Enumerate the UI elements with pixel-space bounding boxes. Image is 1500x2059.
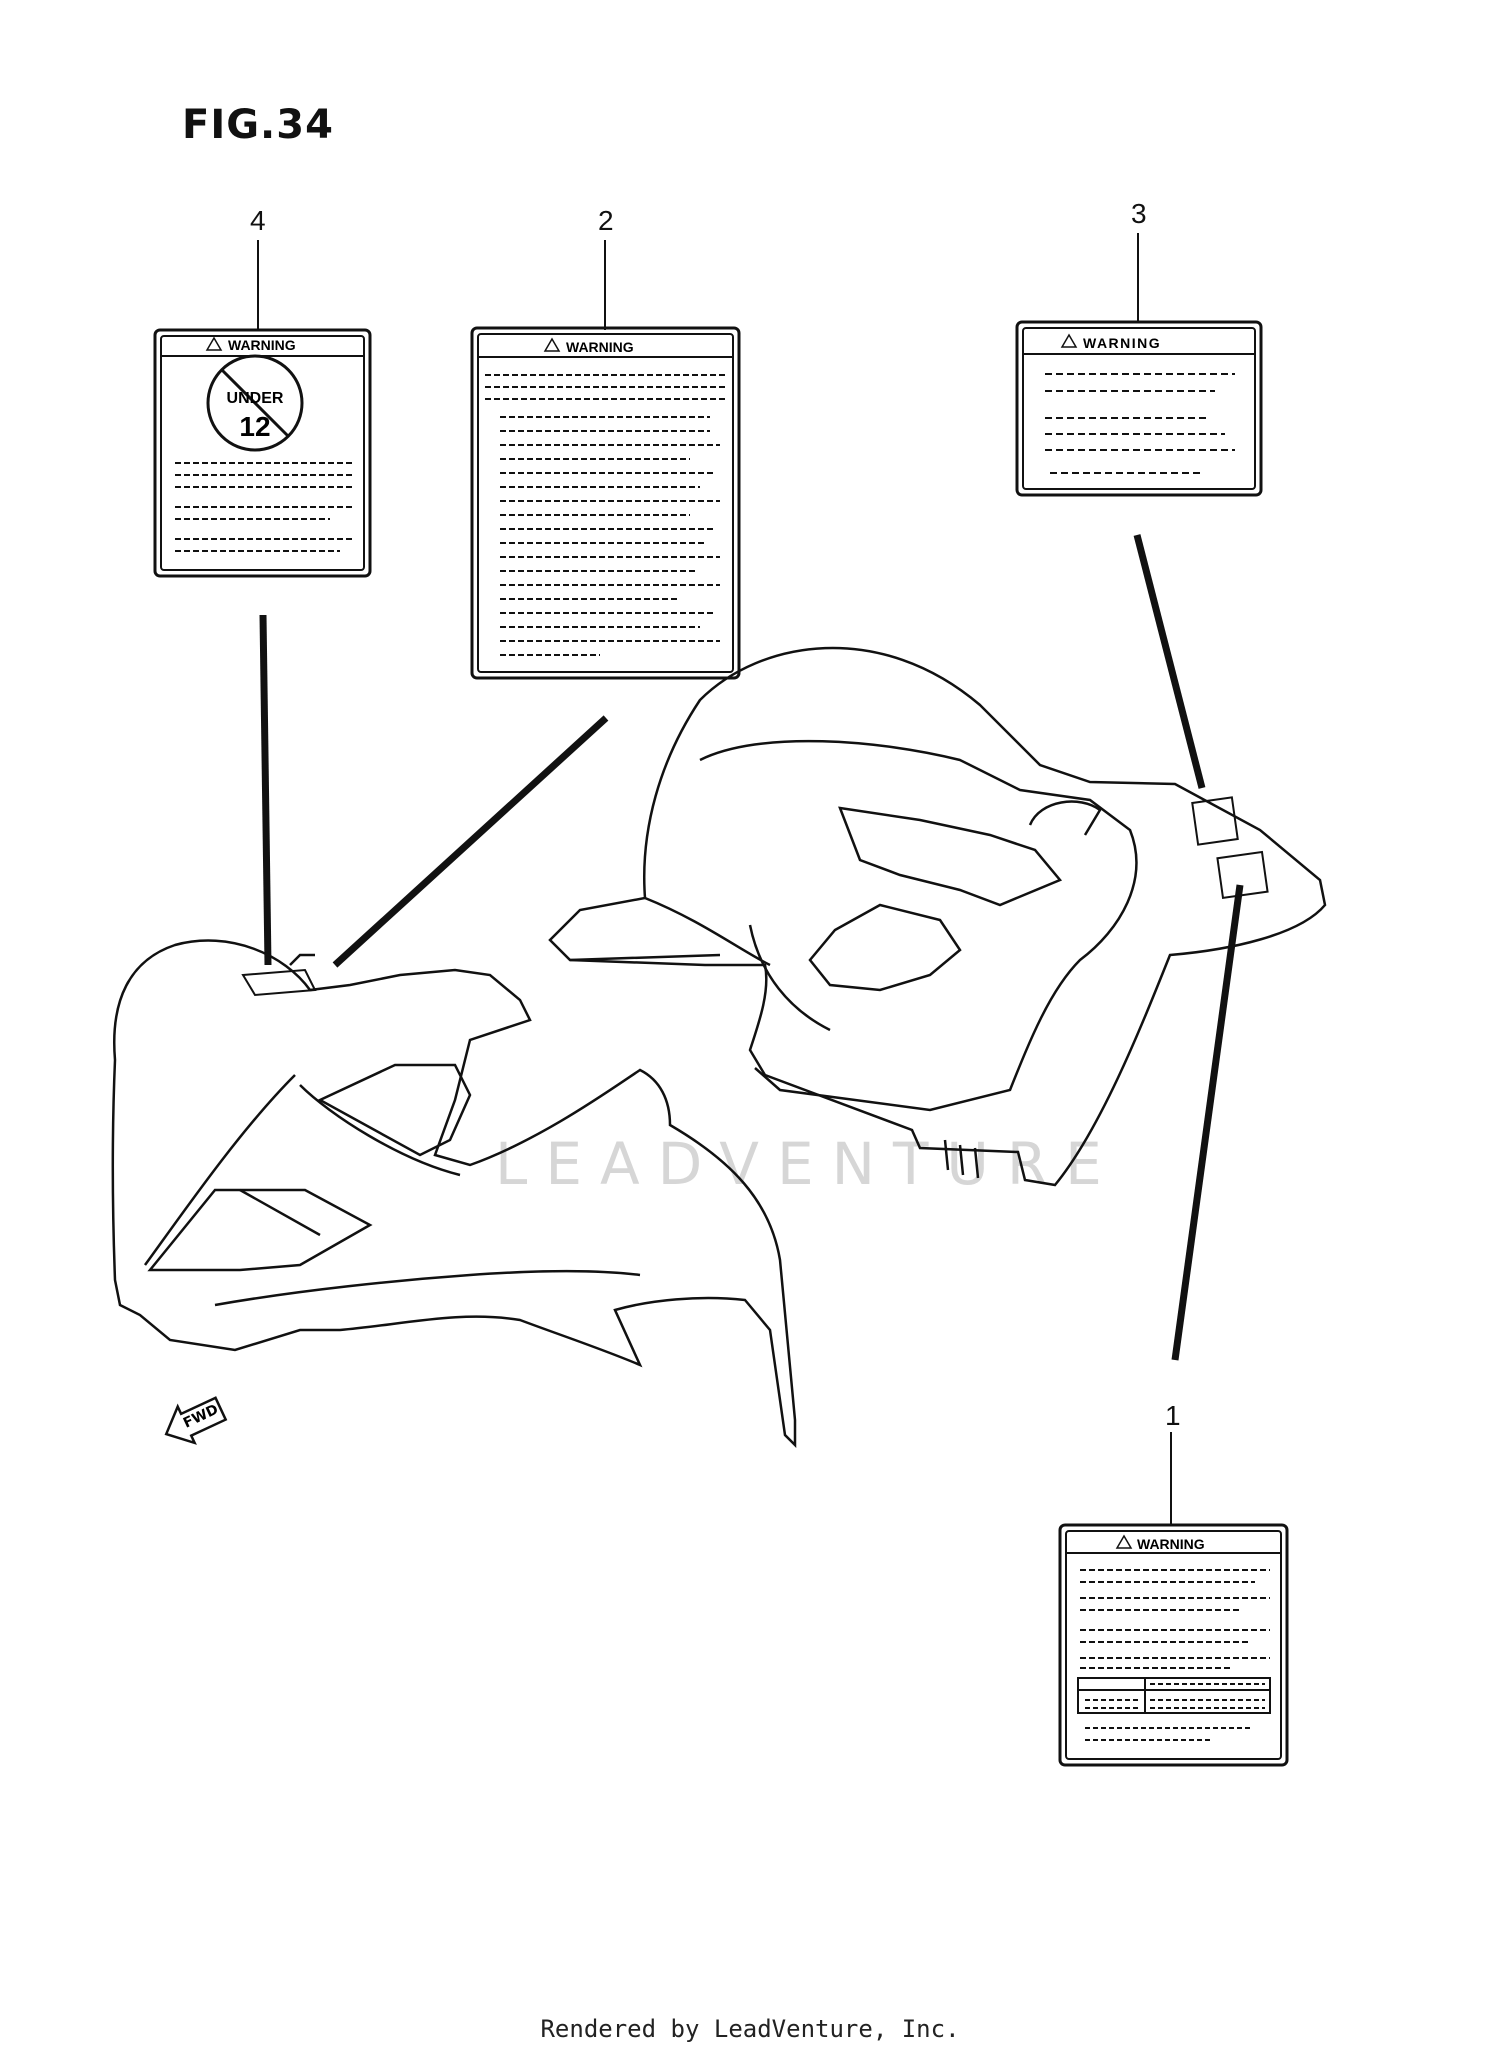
sticker-4-on-fender <box>241 968 317 997</box>
label-1-warning-text: WARNING <box>1137 1536 1205 1552</box>
front-fender <box>111 939 797 1449</box>
label-4 <box>153 328 372 578</box>
figure-title: FIG.34 <box>182 102 334 148</box>
label-2 <box>470 326 741 680</box>
pointer-bar-1 <box>1171 884 1244 1361</box>
callout-3: 3 <box>1131 198 1147 229</box>
label-3 <box>1015 320 1263 497</box>
sticker-1-on-fender <box>1216 850 1269 899</box>
pointer-bar-4 <box>259 614 272 966</box>
label-4-badge-age: 12 <box>239 411 270 442</box>
label-3-warning-text: WARNING <box>1083 335 1161 351</box>
label-4-badge-under: UNDER <box>227 390 284 407</box>
sticker-3-on-fender <box>1191 796 1239 846</box>
callout-1: 1 <box>1165 1400 1181 1431</box>
rear-fender <box>548 646 1327 1187</box>
label-1 <box>1058 1523 1289 1767</box>
footer-credit: Rendered by LeadVenture, Inc. <box>540 2015 960 2043</box>
callout-2: 2 <box>598 205 614 236</box>
callout-4: 4 <box>250 205 266 236</box>
watermark: LEADVENTURE <box>495 1130 1120 1198</box>
label-2-warning-text: WARNING <box>566 339 634 355</box>
pointer-bar-3 <box>1133 534 1206 789</box>
pointer-bar-2 <box>332 715 609 968</box>
fwd-arrow-icon <box>164 1396 228 1445</box>
label-4-warning-text: WARNING <box>228 337 296 353</box>
